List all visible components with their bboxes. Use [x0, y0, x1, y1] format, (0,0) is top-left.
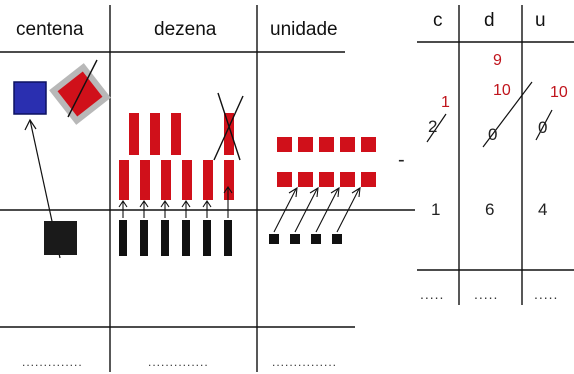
borrow-d-final: 9	[493, 52, 502, 69]
table-header-u: u	[535, 10, 546, 31]
minuend-d: 0	[488, 125, 498, 144]
borrow-d: 10	[493, 82, 511, 99]
answer-blank-u: .....	[534, 286, 559, 302]
table-header-d: d	[484, 10, 495, 31]
subtrahend-c: 1	[431, 200, 441, 219]
cross-out-line	[67, 59, 98, 118]
subtrahend-u: 4	[538, 200, 548, 219]
answer-blank-d: .....	[474, 286, 499, 302]
header-centena: centena	[16, 19, 84, 40]
tens-rods-top	[129, 113, 234, 155]
hundred-block-black	[44, 221, 77, 255]
header-dezena: dezena	[154, 19, 217, 40]
answer-blank-c: .....	[420, 286, 445, 302]
hundred-block-blue	[13, 81, 47, 115]
board-grid	[0, 5, 415, 372]
tens-arrows	[118, 186, 233, 218]
subtrahend-d: 6	[485, 200, 495, 219]
table-header-c: c	[433, 10, 443, 31]
tens-rods-black	[119, 220, 232, 256]
unit-cubes-black	[269, 234, 342, 244]
borrow-u: 10	[550, 84, 568, 101]
unit-cubes-red	[277, 137, 376, 187]
board-blank-centena: ..............	[22, 355, 83, 369]
table-grid	[417, 5, 574, 305]
header-unidade: unidade	[270, 19, 338, 40]
minuend-u: 0	[538, 118, 548, 137]
table-strikes	[426, 81, 553, 148]
borrow-c: 1	[441, 94, 450, 111]
board-blank-dezena: ..............	[148, 355, 209, 369]
tens-rods-bottom	[119, 160, 234, 200]
board-blank-unidade: ...............	[272, 355, 338, 369]
unit-arrows	[273, 186, 361, 233]
minuend-c: 2	[428, 117, 438, 136]
minus-sign: -	[398, 149, 405, 171]
